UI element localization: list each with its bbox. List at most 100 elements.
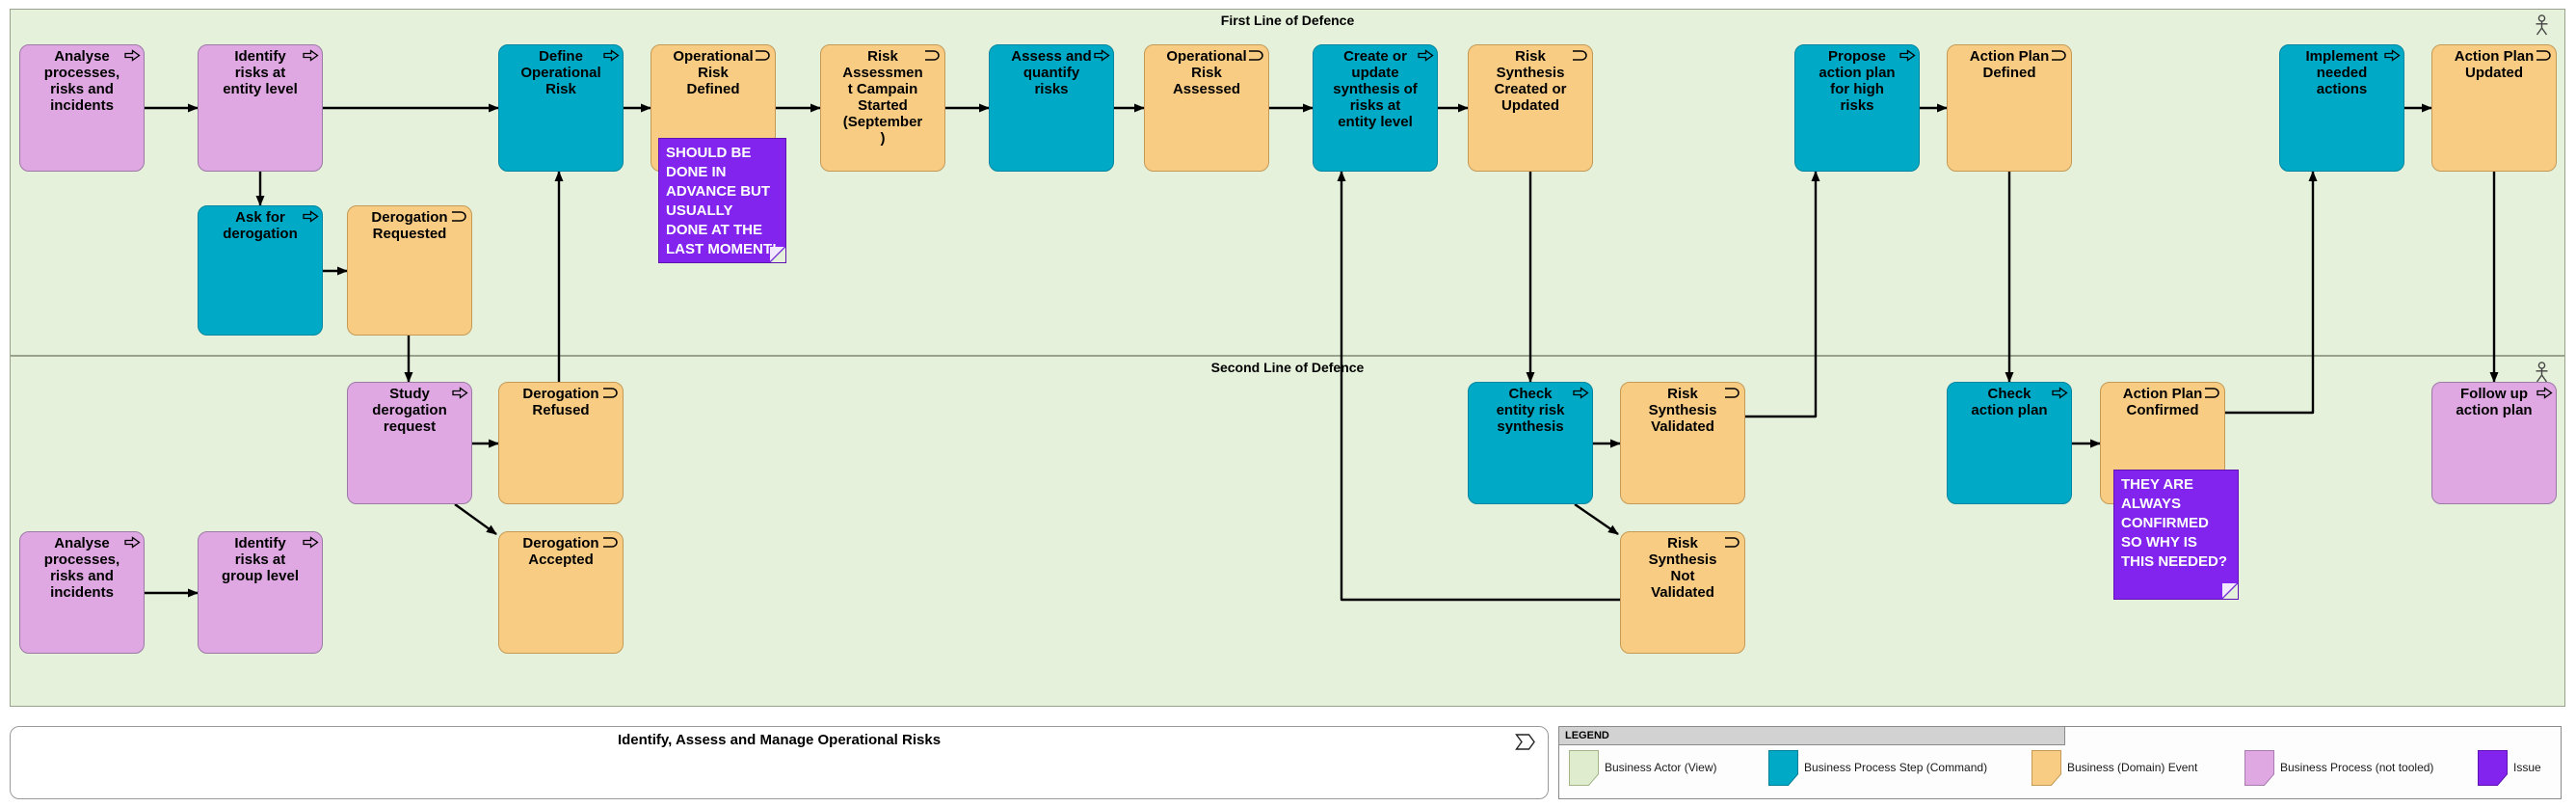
legend-label: Business (Domain) Event: [2067, 761, 2198, 774]
event-icon: [2205, 388, 2219, 398]
process-arrow-icon: [1094, 49, 1110, 62]
node-label: Implement needed actions: [2305, 48, 2378, 97]
process-arrow-icon: [1573, 387, 1589, 399]
node-derogation-accepted[interactable]: Derogation Accepted: [498, 531, 624, 654]
node-derogation-refused[interactable]: Derogation Refused: [498, 382, 624, 504]
node-risk-assessment-campain[interactable]: Risk Assessmen t Campain Started (Septem…: [820, 44, 945, 172]
event-icon: [2052, 50, 2066, 61]
node-action-plan-updated[interactable]: Action Plan Updated: [2431, 44, 2557, 172]
diagram-title-bar[interactable]: Identify, Assess and Manage Operational …: [10, 726, 1549, 799]
node-label: THEY ARE ALWAYS CONFIRMED SO WHY IS THIS…: [2121, 476, 2228, 570]
node-note-always-confirmed[interactable]: THEY ARE ALWAYS CONFIRMED SO WHY IS THIS…: [2113, 470, 2239, 600]
legend-swatch: [1569, 749, 1599, 786]
node-label: Create or update synthesis of risks at e…: [1333, 48, 1418, 130]
event-icon: [1573, 50, 1587, 61]
node-note-should-be-done[interactable]: SHOULD BE DONE IN ADVANCE BUT USUALLY DO…: [658, 138, 786, 263]
event-icon: [1249, 50, 1263, 61]
node-implement-needed-actions[interactable]: Implement needed actions: [2279, 44, 2404, 172]
node-label: Propose action plan for high risks: [1819, 48, 1896, 114]
node-identify-risks-group[interactable]: Identify risks at group level: [198, 531, 323, 654]
node-ask-for-derogation[interactable]: Ask for derogation: [198, 205, 323, 336]
node-risk-synthesis-not-validated[interactable]: Risk Synthesis Not Validated: [1620, 531, 1745, 654]
legend-item-business-process-step[interactable]: Business Process Step (Command): [1768, 748, 1987, 787]
legend-item-business-domain-event[interactable]: Business (Domain) Event: [2032, 748, 2197, 787]
node-follow-up-action-plan[interactable]: Follow up action plan: [2431, 382, 2557, 504]
event-icon: [756, 50, 770, 61]
node-analyse-processes-1[interactable]: Analyse processes, risks and incidents: [19, 44, 145, 172]
node-create-update-synthesis[interactable]: Create or update synthesis of risks at e…: [1313, 44, 1438, 172]
legend-item-business-actor[interactable]: Business Actor (View): [1569, 748, 1717, 787]
node-label: Assess and quantify risks: [1011, 48, 1092, 97]
note-fold-corner: [770, 247, 785, 262]
node-check-action-plan[interactable]: Check action plan: [1947, 382, 2072, 504]
process-arrow-icon: [303, 536, 319, 549]
note-fold-corner: [2222, 583, 2238, 599]
node-label: Risk Assessmen t Campain Started (Septem…: [842, 48, 923, 147]
legend-header: LEGEND: [1558, 726, 2065, 745]
legend-item-issue[interactable]: Issue: [2478, 748, 2541, 787]
node-label: Operational Risk Assessed: [1166, 48, 1247, 97]
node-label: Action Plan Defined: [1969, 48, 2050, 81]
node-label: Ask for derogation: [223, 209, 298, 242]
process-arrow-icon: [124, 49, 141, 62]
node-label: Risk Synthesis Created or Updated: [1494, 48, 1567, 114]
node-label: Identify risks at group level: [221, 535, 300, 584]
legend-swatch: [2244, 749, 2274, 786]
event-icon: [603, 537, 618, 548]
legend-label: Issue: [2513, 761, 2541, 774]
legend-label: Business Process (not tooled): [2280, 761, 2434, 774]
process-arrow-icon: [603, 49, 620, 62]
node-identify-risks-entity[interactable]: Identify risks at entity level: [198, 44, 323, 172]
node-check-entity-risk-synthesis[interactable]: Check entity risk synthesis: [1468, 382, 1593, 504]
node-study-derogation-request[interactable]: Study derogation request: [347, 382, 472, 504]
process-arrow-icon: [1418, 49, 1434, 62]
node-analyse-processes-2[interactable]: Analyse processes, risks and incidents: [19, 531, 145, 654]
process-arrow-icon: [452, 387, 468, 399]
diagram-title: Identify, Assess and Manage Operational …: [617, 732, 942, 748]
node-label: Derogation Requested: [371, 209, 448, 242]
node-label: Define Operational Risk: [520, 48, 601, 97]
node-propose-action-plan[interactable]: Propose action plan for high risks: [1794, 44, 1920, 172]
legend-label: Business Process Step (Command): [1804, 761, 1988, 774]
node-label: Operational Risk Defined: [673, 48, 754, 97]
node-label: Action Plan Updated: [2454, 48, 2535, 81]
node-label: Risk Synthesis Not Validated: [1648, 535, 1717, 601]
legend-swatch: [1768, 749, 1798, 786]
node-label: Action Plan Confirmed: [2122, 386, 2203, 418]
node-operational-risk-assessed[interactable]: Operational Risk Assessed: [1144, 44, 1269, 172]
legend-label: Business Actor (View): [1605, 761, 1717, 774]
legend-item-business-process-not-tooled[interactable]: Business Process (not tooled): [2244, 748, 2433, 787]
event-icon: [2536, 50, 2551, 61]
node-risk-synthesis-validated[interactable]: Risk Synthesis Validated: [1620, 382, 1745, 504]
process-arrow-icon: [2052, 387, 2068, 399]
node-assess-quantify-risks[interactable]: Assess and quantify risks: [989, 44, 1114, 172]
node-label: Derogation Refused: [522, 386, 599, 418]
node-label: Analyse processes, risks and incidents: [43, 535, 120, 601]
business-process-ribbon-icon: [1514, 733, 1536, 756]
node-define-operational-risk[interactable]: Define Operational Risk: [498, 44, 624, 172]
node-label: Risk Synthesis Validated: [1648, 386, 1717, 435]
node-label: Check entity risk synthesis: [1496, 386, 1565, 435]
event-icon: [1725, 537, 1739, 548]
legend-swatch: [2478, 749, 2508, 786]
process-arrow-icon: [303, 49, 319, 62]
process-arrow-icon: [303, 210, 319, 223]
event-icon: [1725, 388, 1739, 398]
event-icon: [452, 211, 466, 222]
node-label: Check action plan: [1971, 386, 2048, 418]
lane-title: First Line of Defence: [1220, 13, 1355, 28]
lane-title: Second Line of Defence: [1210, 360, 1365, 375]
node-risk-synthesis-created[interactable]: Risk Synthesis Created or Updated: [1468, 44, 1593, 172]
node-action-plan-defined[interactable]: Action Plan Defined: [1947, 44, 2072, 172]
node-derogation-requested[interactable]: Derogation Requested: [347, 205, 472, 336]
node-label: Analyse processes, risks and incidents: [43, 48, 120, 114]
event-icon: [925, 50, 940, 61]
process-arrow-icon: [124, 536, 141, 549]
business-actor-icon: [2535, 14, 2549, 41]
legend-panel: LEGEND Business Actor (View) Business Pr…: [1558, 726, 2562, 799]
process-arrow-icon: [2536, 387, 2553, 399]
legend-swatch: [2032, 749, 2061, 786]
node-label: Derogation Accepted: [522, 535, 599, 568]
node-label: Study derogation request: [372, 386, 447, 435]
